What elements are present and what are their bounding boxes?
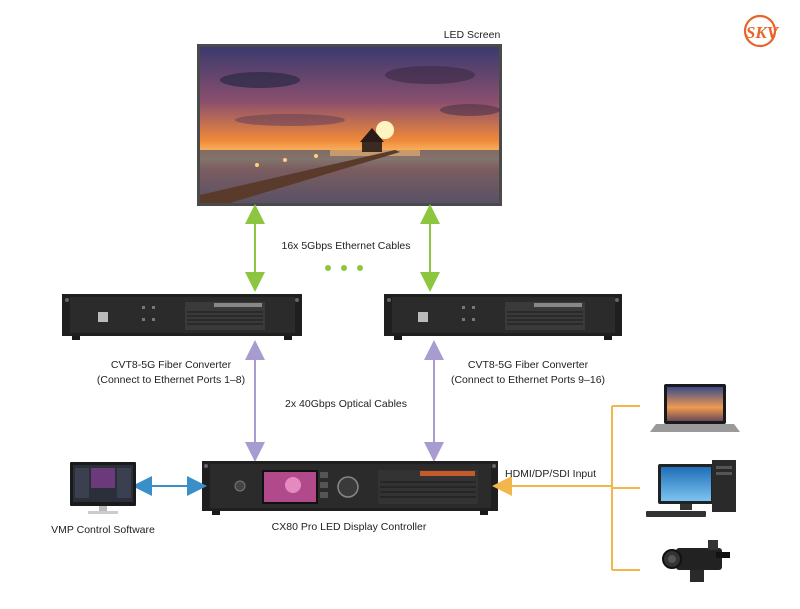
brand-logo-text: SKV	[746, 23, 780, 42]
vmp-monitor-icon	[70, 462, 136, 514]
optical-cables-label: 2x 40Gbps Optical Cables	[285, 398, 407, 410]
hdmi-input-label: HDMI/DP/SDI Input	[505, 468, 597, 480]
fiber-left-title: CVT8-5G Fiber Converter	[110, 359, 232, 371]
led-screen-label: LED Screen	[443, 29, 501, 41]
laptop-icon	[650, 384, 740, 432]
controller-label: CX80 Pro LED Display Controller	[271, 521, 427, 533]
fiber-left-subtitle: (Connect to Ethernet Ports 1–8)	[96, 374, 246, 386]
brand-logo: SKV	[738, 8, 788, 52]
cx80-controller	[202, 461, 498, 515]
fiber-converter-left	[62, 294, 302, 340]
video-camera-icon	[662, 540, 730, 582]
fiber-right-title: CVT8-5G Fiber Converter	[467, 359, 589, 371]
fiber-converter-right	[384, 294, 622, 340]
vmp-software-label: VMP Control Software	[51, 524, 155, 536]
led-screen	[197, 44, 502, 206]
input-bracket	[492, 405, 640, 571]
fiber-right-subtitle: (Connect to Ethernet Ports 9–16)	[450, 374, 606, 386]
desktop-pc-icon	[646, 460, 736, 517]
ellipsis-dots	[325, 265, 363, 271]
brand-logo-mark: SKV	[743, 14, 780, 48]
ethernet-cables-label: 16x 5Gbps Ethernet Cables	[281, 240, 411, 252]
